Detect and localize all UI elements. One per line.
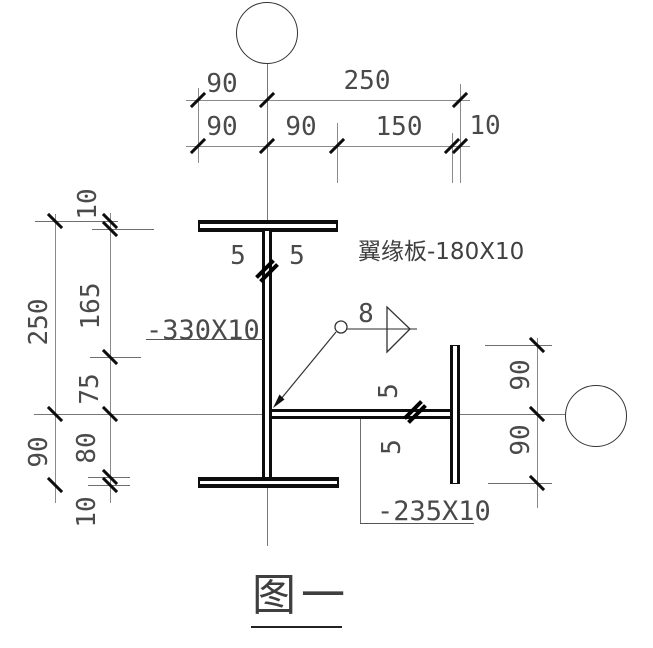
dimension-line [186,146,470,147]
dim-label: 90 [206,112,238,142]
weld-number-label: 8 [358,299,374,329]
dim-label: 90 [24,436,54,468]
dim-label: 75 [75,373,105,405]
figure-title: 图一 [252,570,350,621]
dim-label: 165 [76,282,106,330]
dim-label: 150 [375,112,423,142]
dim-label: 80 [72,432,102,464]
title-underline [251,626,342,628]
weld-size-label: 5 [374,383,404,399]
top-flange-plate [198,220,338,232]
dim-label: 90 [506,424,536,456]
flange-plate-label: 翼缘板-180X10 [358,239,525,265]
right-flange-plate [450,345,460,484]
grid-bubble-right [565,385,627,447]
weld-size-label: 5 [377,439,407,455]
dimension-line [186,100,470,101]
extension-line [35,221,118,222]
dim-label: 90 [206,69,238,99]
dimension-line [55,214,56,503]
web-plate [262,231,272,478]
label-leader-line [360,419,361,523]
extension-line [488,483,552,484]
dim-label: 250 [24,298,54,346]
extension-line [337,123,338,183]
extension-line [485,345,552,346]
weld-size-label: 5 [289,241,305,271]
dim-label: 250 [343,66,391,96]
extension-line [452,133,453,183]
weld-size-label: 5 [230,241,246,271]
label-leader-line [146,339,263,340]
extension-line [460,84,461,183]
label-leader-line [360,523,474,524]
extension-line [90,357,141,358]
bottom-flange-plate [198,477,339,488]
dim-label: 10 [73,188,103,220]
grid-bubble-top [236,2,298,64]
extension-line [198,88,199,163]
dimension-line [537,338,538,508]
extension-line [92,229,154,230]
dim-label: 90 [285,112,317,142]
dim-label: 10 [469,111,501,141]
mid-horizontal-plate [267,409,451,419]
mid-plate-label: -235X10 [377,496,491,527]
dim-label: 10 [72,496,102,528]
dim-label: 90 [506,359,536,391]
